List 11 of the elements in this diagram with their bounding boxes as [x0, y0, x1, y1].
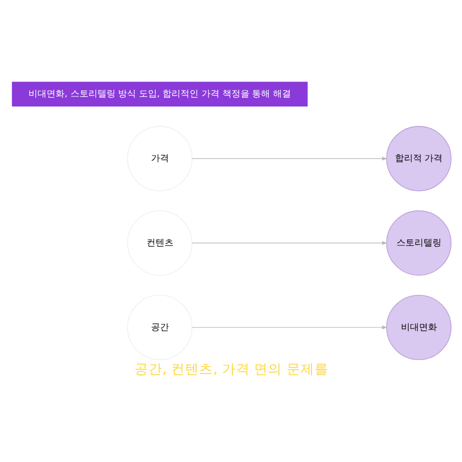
node-circle: 합리적 가격: [386, 126, 451, 192]
arrow: [191, 241, 388, 245]
arrow: [191, 326, 388, 330]
node-circle: 공간: [126, 294, 192, 360]
node-circle: 비대면화: [386, 294, 451, 360]
node-circle: 스토리텔링: [386, 210, 451, 276]
node-circle: 가격: [126, 126, 192, 192]
arrow: [191, 156, 388, 161]
node-circle: 컨텐츠: [126, 210, 192, 276]
label: 비대면화, 스토리텔링 방식 도입, 합리적인 가격 책정을 통해 해결: [28, 89, 290, 100]
caption: 공간, 컨텐츠, 가격 면의 문제를: [134, 361, 328, 378]
